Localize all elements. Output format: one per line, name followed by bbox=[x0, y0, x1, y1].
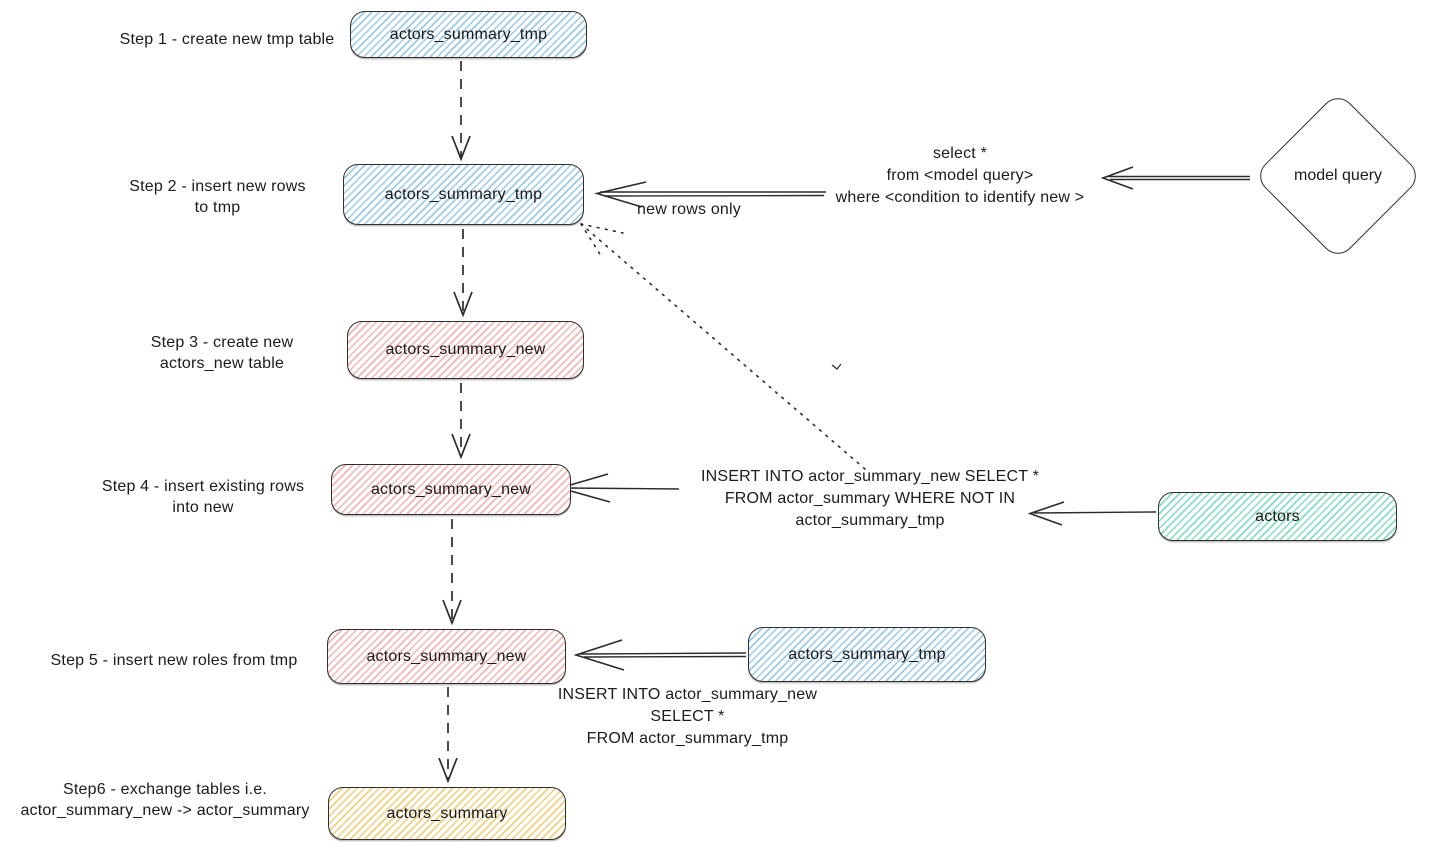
node-step5-actors-summary-new[interactable]: actors_summary_new bbox=[327, 629, 566, 684]
new-rows-only-annotation: new rows only bbox=[637, 201, 741, 218]
arrowhead-tmp-to-step5 bbox=[573, 639, 625, 671]
node-label: actors_summary_new bbox=[366, 647, 527, 665]
node-label: model query bbox=[1293, 166, 1383, 184]
arrowhead-step5-step6 bbox=[438, 757, 458, 784]
arrowhead-step2-step3 bbox=[453, 291, 473, 318]
node-actors[interactable]: actors bbox=[1158, 492, 1397, 541]
node-label: actors_summary_tmp bbox=[788, 645, 946, 663]
step-6-label: Step6 - exchange tables i.e. actor_summa… bbox=[20, 781, 310, 819]
arrow-insert-to-step4 bbox=[565, 487, 680, 490]
step-2-label: Step 2 - insert new rows to tmp bbox=[129, 178, 306, 216]
step-5-label: Step 5 - insert new roles from tmp bbox=[50, 652, 298, 669]
node-label: actors_summary_new bbox=[385, 341, 546, 358]
node-label: actors_summary bbox=[386, 804, 508, 822]
dotted-ref-line bbox=[580, 223, 866, 470]
stray-tick-mark bbox=[831, 363, 842, 370]
node-step3-actors-summary-new[interactable]: actors_summary_new bbox=[347, 321, 584, 379]
node-label: actors_summary_tmp bbox=[389, 25, 548, 43]
select-query-annotation: select * from <model query> where <condi… bbox=[835, 145, 1085, 206]
node-side-actors-summary-tmp[interactable]: actors_summary_tmp bbox=[748, 627, 986, 682]
step-3-label: Step 3 - create new actors_new table bbox=[150, 334, 294, 372]
node-label: actors_summary_tmp bbox=[384, 185, 543, 203]
node-label: actors_summary_new bbox=[370, 480, 532, 498]
arrowhead-step3-step4 bbox=[451, 433, 471, 460]
insert-from-tmp-annotation: INSERT INTO actor_summary_new SELECT * F… bbox=[557, 686, 818, 747]
dotted-ref-barb-1 bbox=[580, 223, 624, 234]
insert-existing-annotation: INSERT INTO actor_summary_new SELECT * F… bbox=[700, 468, 1040, 529]
node-step4-actors-summary-new[interactable]: actors_summary_new bbox=[331, 464, 571, 515]
node-step2-actors-summary-tmp[interactable]: actors_summary_tmp bbox=[343, 164, 584, 225]
arrow-tmp-to-step5-2 bbox=[583, 655, 747, 658]
step-1-label: Step 1 - create new tmp table bbox=[119, 31, 335, 48]
node-step6-actors-summary[interactable]: actors_summary bbox=[328, 787, 566, 840]
node-step1-actors-summary-tmp[interactable]: actors_summary_tmp bbox=[350, 11, 587, 58]
node-label: actors bbox=[1255, 507, 1300, 525]
arrow-tmp-to-step5 bbox=[579, 652, 747, 655]
arrowhead-step1-step2 bbox=[451, 135, 471, 162]
step-4-label: Step 4 - insert existing rows into new bbox=[101, 478, 305, 516]
node-model-query[interactable]: model query bbox=[1253, 91, 1423, 261]
arrowhead-step4-step5 bbox=[442, 599, 462, 626]
dotted-ref-barb-2 bbox=[580, 223, 604, 260]
